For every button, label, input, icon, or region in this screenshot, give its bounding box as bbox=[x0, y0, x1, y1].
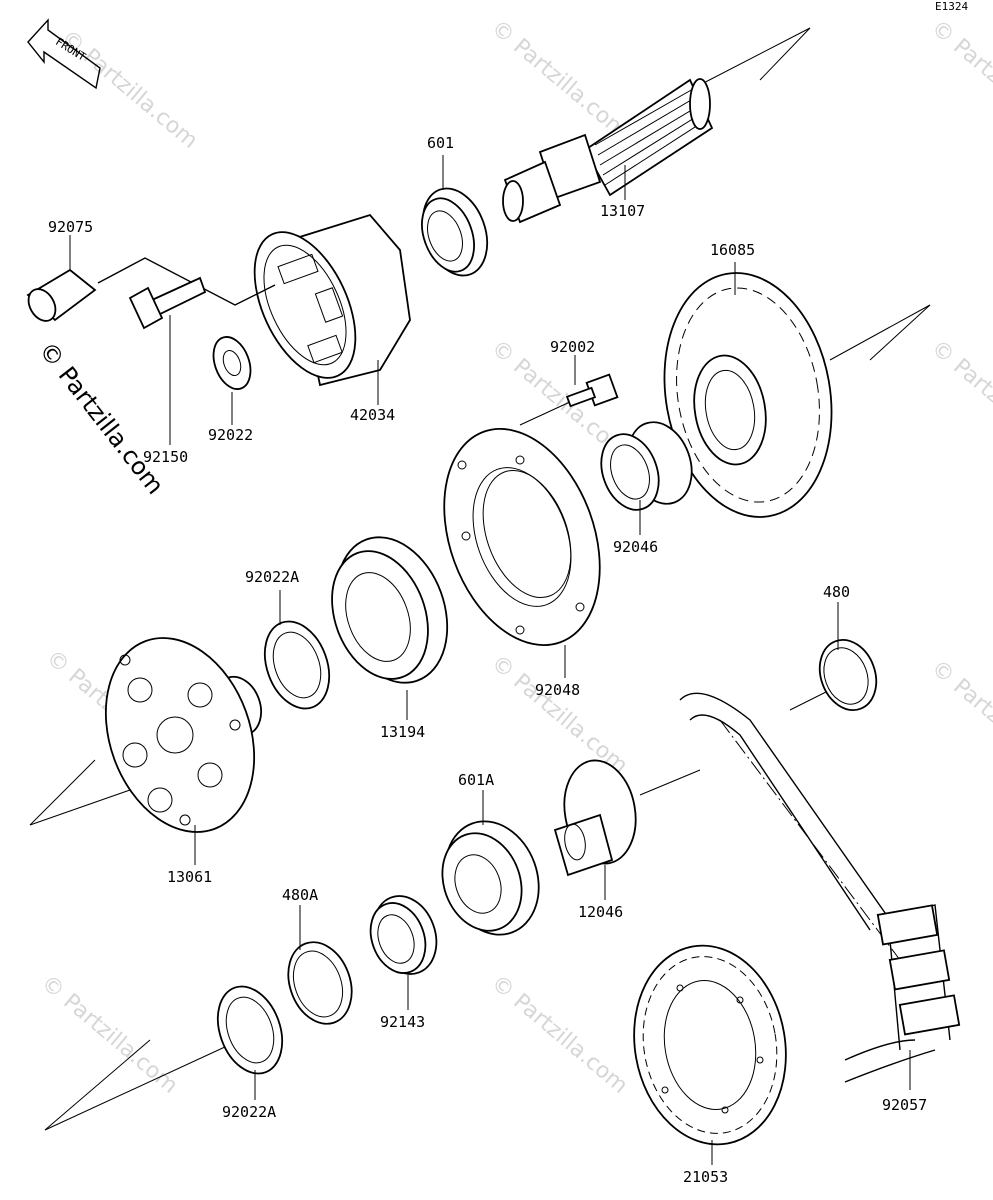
diagram-code: E1324 bbox=[935, 0, 968, 13]
gear-16085 bbox=[663, 272, 833, 518]
circlip-480 bbox=[818, 639, 878, 711]
part-label: 21053 bbox=[683, 1168, 728, 1186]
bolt-92150 bbox=[128, 276, 207, 330]
part-label: 92046 bbox=[613, 538, 658, 556]
circlip-480a bbox=[287, 941, 353, 1025]
part-label: 16085 bbox=[710, 241, 755, 259]
part-label: 92022A bbox=[222, 1103, 276, 1121]
clutch-13194 bbox=[331, 536, 449, 684]
watermark: © Partzilla.com bbox=[926, 15, 993, 143]
watermark: © Partzilla.com bbox=[926, 335, 993, 463]
chain-92057 bbox=[679, 692, 961, 1083]
part-label: 601A bbox=[458, 771, 494, 789]
part-label: 601 bbox=[427, 134, 454, 152]
part-label: 13061 bbox=[167, 868, 212, 886]
part-label: 92143 bbox=[380, 1013, 425, 1031]
part-92075 bbox=[26, 257, 276, 322]
part-label: 480 bbox=[823, 583, 850, 601]
bearing-601a bbox=[441, 820, 540, 936]
bearing-601 bbox=[421, 187, 489, 277]
watermark: © Partzilla.com bbox=[486, 650, 632, 778]
watermark: © Partzilla.com bbox=[486, 15, 632, 143]
clutch-42034 bbox=[253, 213, 411, 387]
washer-92022 bbox=[212, 336, 252, 390]
washer-92022a-lower bbox=[216, 985, 284, 1075]
part-label: 92150 bbox=[143, 448, 188, 466]
side-watermark: © Partzilla.com bbox=[33, 336, 169, 499]
hub-13061 bbox=[104, 637, 262, 833]
shaft-13107 bbox=[502, 78, 714, 224]
washer-92022a-upper bbox=[263, 620, 331, 710]
part-label: 92048 bbox=[535, 681, 580, 699]
sprocket-21053 bbox=[633, 944, 787, 1146]
part-label: 92075 bbox=[48, 218, 93, 236]
bearing-92046 bbox=[600, 421, 693, 511]
watermark: © Partzilla.com bbox=[926, 655, 993, 783]
part-label: 92057 bbox=[882, 1096, 927, 1114]
watermark: © Partzilla.com bbox=[36, 970, 182, 1098]
sprocket-12046 bbox=[553, 759, 637, 877]
screw-92002 bbox=[565, 373, 619, 408]
part-label: 42034 bbox=[350, 406, 395, 424]
part-label: 92022 bbox=[208, 426, 253, 444]
watermark: © Partzilla.com bbox=[486, 970, 632, 1098]
part-labels: 601 13107 92075 16085 92002 42034 92022 … bbox=[48, 134, 927, 1186]
part-label: 92022A bbox=[245, 568, 299, 586]
collar-92143 bbox=[369, 895, 438, 975]
leader-lines bbox=[69, 155, 911, 1165]
plate-92048 bbox=[443, 428, 601, 646]
part-label: 480A bbox=[282, 886, 318, 904]
watermark: © Partzilla.com bbox=[56, 25, 202, 153]
part-label: 13194 bbox=[380, 723, 425, 741]
part-label: 13107 bbox=[600, 202, 645, 220]
part-label: 12046 bbox=[578, 903, 623, 921]
part-label: 92002 bbox=[550, 338, 595, 356]
